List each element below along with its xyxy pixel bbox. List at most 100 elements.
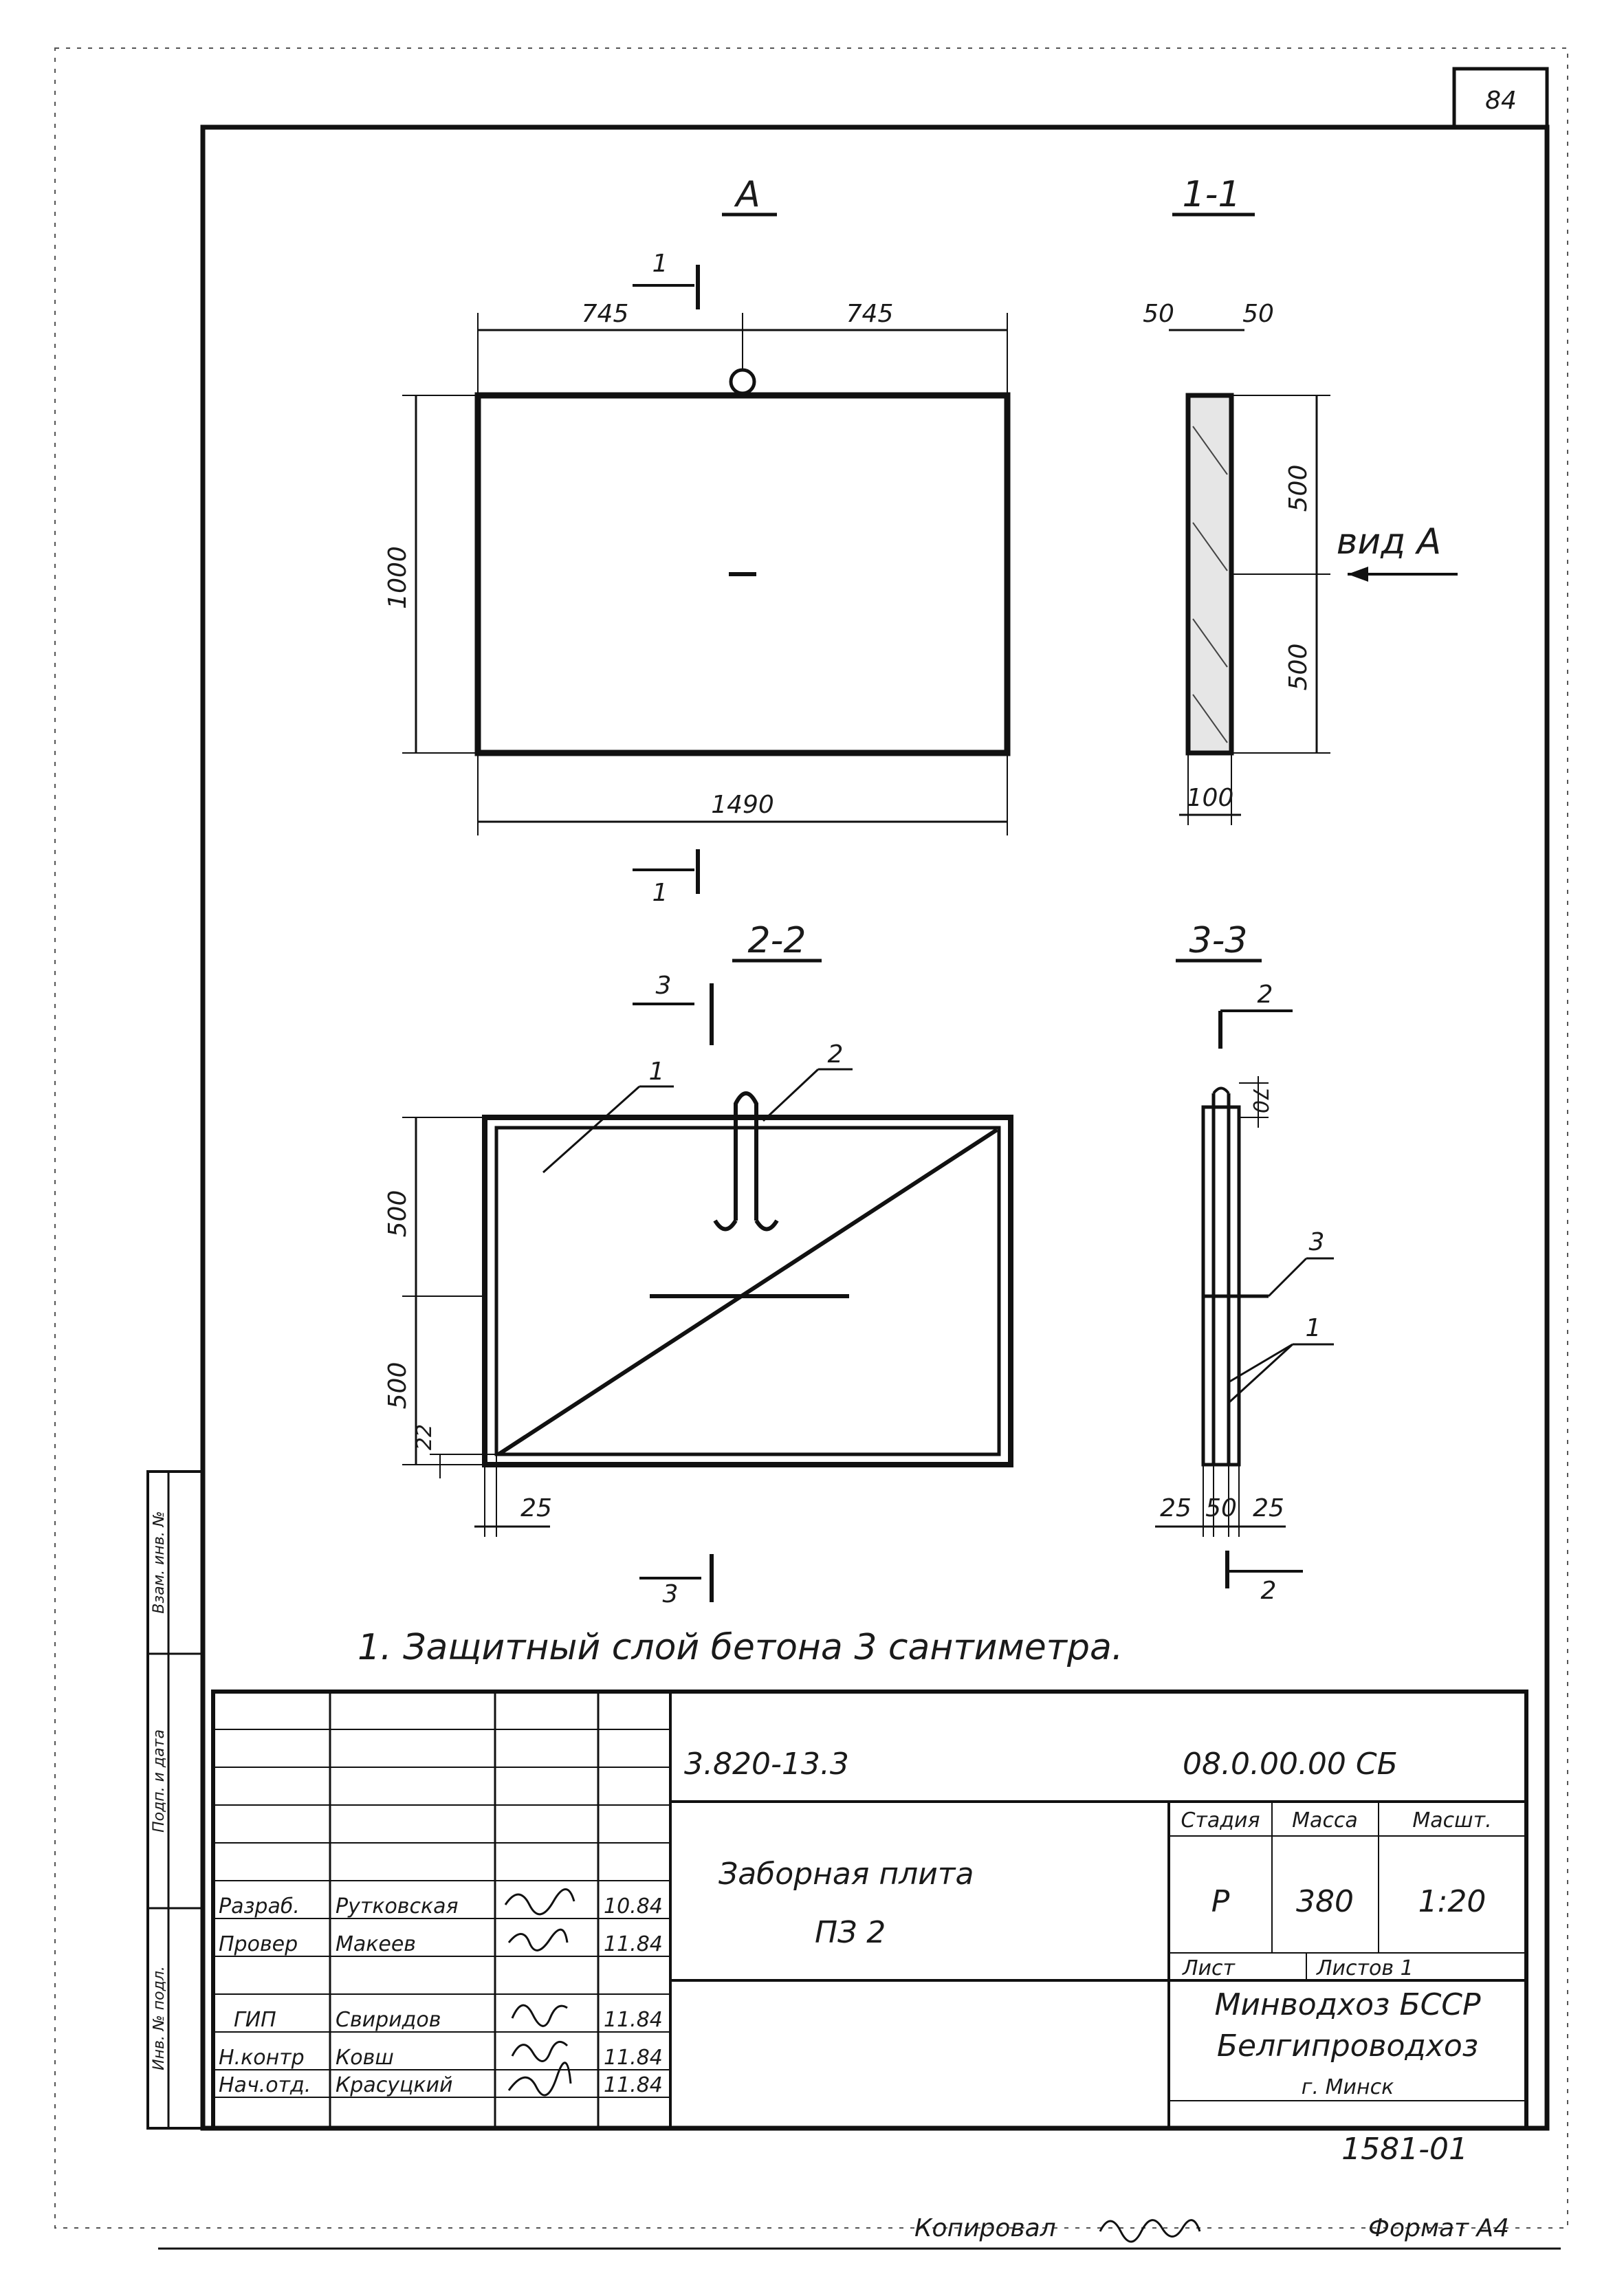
section-2-2-outer xyxy=(482,1115,1013,1467)
signer-date-2: 11.84 xyxy=(604,1932,663,1956)
stage-label: Стадия xyxy=(1181,1808,1260,1833)
mass-label: Масса xyxy=(1292,1808,1358,1833)
signature-5 xyxy=(507,2062,572,2097)
format-label: Формат А4 xyxy=(1368,2214,1509,2242)
drawing-title-line1: Заборная плита xyxy=(718,1857,974,1892)
drawing-title-line2: ПЗ 2 xyxy=(815,1915,886,1950)
sheets-label: Листов 1 xyxy=(1316,1956,1414,1980)
callout-1-label-3-3: 1 xyxy=(1306,1314,1321,1342)
signer-date-5: 11.84 xyxy=(604,2073,663,2097)
cut-2-top-label: 2 xyxy=(1258,981,1273,1009)
lifting-loop-icon xyxy=(729,368,756,395)
cut-1-top-label: 1 xyxy=(652,250,668,278)
drawing-code: 08.0.00.00 СБ xyxy=(1183,1747,1398,1782)
side-stamp-inv: Инв. № подл. xyxy=(151,1966,168,2070)
dim-50-right: 50 xyxy=(1242,300,1274,328)
dim-500-upper-2-2: 500 xyxy=(384,1190,412,1238)
dim-745-right: 745 xyxy=(846,300,894,328)
signature-3 xyxy=(511,2004,568,2027)
signer-name-1: Рутковская xyxy=(336,1894,459,1918)
lifting-loop-hook-left xyxy=(713,1219,738,1232)
signer-role-2: Провер xyxy=(219,1932,298,1956)
dim-100: 100 xyxy=(1187,784,1234,812)
org-line3: г. Минск xyxy=(1302,2075,1394,2099)
signer-date-3: 11.84 xyxy=(604,2008,663,2032)
dim-1000: 1000 xyxy=(384,546,412,609)
callout-1b-leader xyxy=(1227,1343,1294,1404)
section-3-3-title: 3-3 xyxy=(1189,920,1248,961)
callout-1a-leader xyxy=(1228,1343,1293,1384)
dim-1490: 1490 xyxy=(711,791,774,819)
signer-role-3: ГИП xyxy=(234,2008,276,2032)
dim-500-lower: 500 xyxy=(1284,644,1313,691)
view-a-arrow-label: вид А xyxy=(1337,521,1442,562)
view-a-title: А xyxy=(734,174,760,215)
hatch-line-4 xyxy=(1192,694,1228,743)
signer-role-4: Н.контр xyxy=(219,2046,305,2070)
callout-3-leader xyxy=(1267,1257,1308,1298)
callout-2-leader xyxy=(762,1068,820,1122)
dim-70: 70 xyxy=(1248,1087,1272,1113)
cut-3-bottom-label: 3 xyxy=(663,1580,679,1608)
section-1-1-title: 1-1 xyxy=(1183,174,1241,215)
org-line2: Белгипроводхоз xyxy=(1217,2029,1478,2064)
lifting-loop-hook-right xyxy=(754,1219,779,1232)
dim-22: 22 xyxy=(413,1424,437,1450)
lifting-loop-bar xyxy=(734,1091,758,1221)
sheet-number: 84 xyxy=(1485,87,1517,115)
title-block-frame xyxy=(211,1690,1528,2130)
section-3-3-slab xyxy=(1201,1105,1241,1467)
signature-4 xyxy=(511,2040,569,2062)
signer-role-5: Нач.отд. xyxy=(219,2073,311,2097)
dim-25-right-3-3: 25 xyxy=(1253,1494,1284,1522)
signer-date-4: 11.84 xyxy=(604,2046,663,2070)
signer-date-1: 10.84 xyxy=(604,1894,663,1918)
copier-signature xyxy=(1099,2219,1201,2243)
section-2-2-diagonal-bar xyxy=(497,1128,998,1456)
org-line1: Минводхоз БССР xyxy=(1214,1987,1481,2022)
signer-name-3: Свиридов xyxy=(336,2008,441,2032)
section-2-2-mesh xyxy=(494,1126,1001,1456)
dim-50-3-3: 50 xyxy=(1205,1494,1237,1522)
view-a-arrow-head xyxy=(1348,567,1368,582)
signer-role-1: Разраб. xyxy=(219,1894,300,1918)
copied-label: Копировал xyxy=(914,2214,1056,2242)
sheet-label: Лист xyxy=(1182,1956,1236,1980)
callout-1-label: 1 xyxy=(649,1058,665,1086)
hatch-line-1 xyxy=(1192,426,1228,475)
signature-2 xyxy=(507,1928,569,1952)
section-2-2-title: 2-2 xyxy=(748,920,806,961)
side-stamp-replace: Взам. инв. № xyxy=(151,1511,168,1613)
scale-label: Масшт. xyxy=(1412,1808,1491,1833)
hatch-line-2 xyxy=(1192,522,1228,571)
side-stamp-frame xyxy=(146,1470,204,2130)
cut-1-bottom-label: 1 xyxy=(652,879,668,907)
dim-745-left: 745 xyxy=(582,300,629,328)
note-text: 1. Защитный слой бетона 3 сантиметра. xyxy=(358,1627,1123,1668)
sheet-number-box xyxy=(1452,67,1549,129)
doc-code: 3.820-13.3 xyxy=(684,1747,849,1782)
crop-border xyxy=(54,47,1568,2229)
dim-25-left-3-3: 25 xyxy=(1160,1494,1192,1522)
hatch-line-3 xyxy=(1192,618,1228,668)
cut-2-bottom-label: 2 xyxy=(1261,1577,1277,1605)
stage-value: Р xyxy=(1211,1884,1230,1919)
cut-3-top-label: 3 xyxy=(656,972,672,1000)
side-stamp-sign: Подп. и дата xyxy=(151,1729,168,1833)
view-a-slab xyxy=(474,392,1011,756)
callout-1-leader xyxy=(542,1085,640,1174)
signer-name-4: Ковш xyxy=(336,2046,394,2070)
callout-3-label: 3 xyxy=(1309,1228,1325,1256)
mass-value: 380 xyxy=(1296,1884,1354,1919)
dim-50-left: 50 xyxy=(1143,300,1174,328)
callout-2-label: 2 xyxy=(828,1040,844,1069)
scale-value: 1:20 xyxy=(1418,1884,1486,1919)
dim-25: 25 xyxy=(520,1494,552,1522)
dim-500-lower-2-2: 500 xyxy=(384,1362,412,1410)
dim-500-upper: 500 xyxy=(1284,465,1313,512)
signature-1 xyxy=(504,1888,575,1916)
signer-name-5: Красуцкий xyxy=(336,2073,453,2097)
signer-name-2: Макеев xyxy=(336,1932,416,1956)
